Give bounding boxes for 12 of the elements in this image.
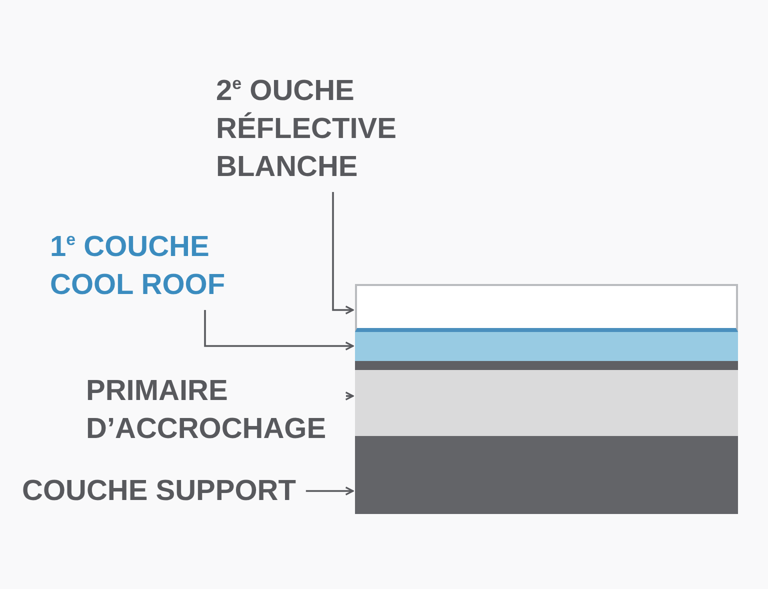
layer-label: COUCHE SUPPORT	[22, 472, 296, 510]
leader-arrow	[306, 486, 354, 496]
layer-label: PRIMAIRE D’ACCROCHAGE	[86, 372, 336, 448]
layer-label: 1$^{e}$ COUCHE COOL ROOF	[50, 228, 240, 304]
primer-layer	[355, 370, 738, 436]
reflective-layer	[355, 284, 738, 332]
layer-label: 2$^{e}$ OUCHE RÉFLECTIVE BLANCHE	[216, 72, 416, 186]
leader-arrow	[345, 392, 354, 400]
leader-arrow	[204, 310, 354, 350]
leader-arrow	[332, 192, 354, 314]
cool-roof-layer	[355, 332, 738, 361]
support-layer	[355, 436, 738, 514]
